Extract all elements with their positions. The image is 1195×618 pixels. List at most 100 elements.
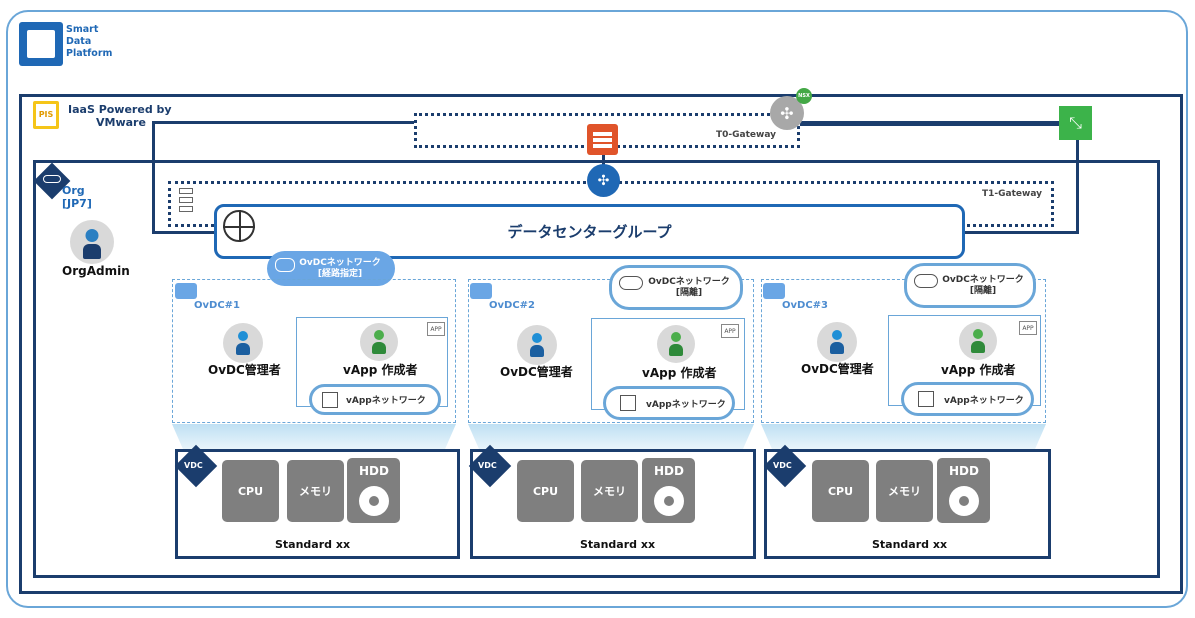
vdc-3-hdd: HDD — [937, 458, 990, 523]
vdc-2-hdd: HDD — [642, 458, 695, 523]
vdc-3-memory: メモリ — [876, 460, 933, 522]
ovdc-2-iso-line2: [隔離] — [675, 287, 703, 298]
hdd-disk-icon — [949, 486, 979, 516]
ovdc-network-routed-line2: [経路指定] — [317, 268, 363, 279]
platform-title-line1: Smart — [66, 24, 99, 35]
cloud-glyph-icon — [43, 175, 61, 183]
pis-logo-text: PIS — [36, 104, 56, 126]
network-cloud-icon — [275, 258, 295, 272]
vdc-1-memory-label: メモリ — [299, 485, 332, 498]
vdc-3-badge-text: VDC — [773, 461, 792, 470]
gateway-frame-top-right — [800, 121, 1079, 124]
vdc-1-hdd-label: HDD — [359, 464, 389, 478]
ovdc-3-label: OvDC#3 — [782, 300, 828, 311]
t1-gateway-label: T1-Gateway — [982, 189, 1042, 199]
vdc-1-hdd: HDD — [347, 458, 400, 523]
t1-network-icon — [175, 188, 205, 214]
t1-router-icon: ✣ — [587, 164, 620, 197]
ovdc-3-frame — [761, 279, 1046, 423]
ovdc-1-label: OvDC#1 — [194, 300, 240, 311]
ovdc-1-vapp-network-label: vAppネットワーク — [346, 396, 426, 406]
ovdc-3-icon — [763, 283, 785, 299]
ovdc-3-funnel — [761, 424, 1046, 450]
ovdc-3-iso-line2: [隔離] — [969, 285, 997, 296]
hdd-disk-icon — [654, 486, 684, 516]
vdc-3-hdd-label: HDD — [949, 464, 979, 478]
ovdc-1-frame — [172, 279, 456, 423]
ovdc-1-creator-label: vApp 作成者 — [343, 363, 418, 377]
vdc-3-cpu-label: CPU — [827, 484, 854, 498]
vdc-1-cpu: CPU — [222, 460, 279, 522]
firewall-icon — [587, 124, 618, 155]
hdd-disk-icon — [359, 486, 389, 516]
vdc-2-cpu-label: CPU — [532, 484, 559, 498]
iaas-label: IaaS Powered by VMware — [68, 103, 188, 129]
ovdc-1-app-tag: APP — [427, 322, 445, 336]
sdp-logo-icon — [19, 22, 63, 66]
iaas-frame — [19, 94, 1183, 594]
vdc-3-label: Standard xx — [872, 538, 948, 551]
vdc-2-badge-text: VDC — [478, 461, 497, 470]
vapp-network-icon — [322, 391, 338, 408]
vdc-1-memory: メモリ — [287, 460, 344, 522]
ovdc-2-app-tag: APP — [721, 324, 739, 338]
platform-title: Smart Data Platform — [66, 24, 126, 60]
vapp-network-icon — [918, 391, 934, 407]
ovdc-2-vapp-network: vAppネットワーク — [603, 386, 735, 420]
platform-title-line3: Platform — [66, 48, 113, 59]
ovdc-2-network-isolated: OvDCネットワーク [隔離] — [609, 265, 743, 310]
ovdc-3-creator-avatar — [959, 322, 997, 360]
vdc-2-hdd-label: HDD — [654, 464, 684, 478]
org-label-line2: [JP7] — [62, 197, 92, 210]
ovdc-2-funnel — [468, 424, 754, 450]
iaas-label-line1: IaaS Powered by — [68, 103, 172, 116]
vdc-3-cpu: CPU — [812, 460, 869, 522]
ovdc-network-routed: OvDCネットワーク [経路指定] — [267, 251, 395, 286]
gateway-frame-top-left — [152, 121, 414, 124]
ovdc-1-vapp-network: vAppネットワーク — [309, 384, 441, 415]
vapp-network-icon — [620, 395, 636, 411]
pis-logo-icon: PIS — [33, 101, 59, 129]
platform-title-line2: Data — [66, 36, 92, 47]
org-label: Org [JP7] — [62, 184, 92, 210]
iaas-label-line2: VMware — [96, 116, 146, 129]
ovdc-3-iso-line1: OvDCネットワーク — [942, 274, 1024, 285]
ovdc-1-icon — [175, 283, 197, 299]
t0-gateway-label: T0-Gateway — [716, 130, 776, 140]
ovdc-3-network-isolated: OvDCネットワーク [隔離] — [904, 263, 1036, 308]
nsx-edge-icon: ⤡ — [1059, 106, 1092, 140]
ovdc-2-admin-label: OvDC管理者 — [500, 365, 573, 379]
ovdc-2-creator-label: vApp 作成者 — [642, 366, 717, 380]
ovdc-1-funnel — [172, 424, 456, 450]
platform-frame — [6, 10, 1188, 608]
nsx-badge: NSX — [796, 88, 812, 104]
data-center-group-label: データセンターグループ — [507, 223, 672, 241]
org-admin-label: OrgAdmin — [62, 264, 130, 278]
ovdc-2-admin-avatar — [517, 325, 557, 365]
ovdc-3-vapp-network-label: vAppネットワーク — [944, 395, 1024, 406]
vdc-3-memory-label: メモリ — [888, 485, 921, 498]
ovdc-3-admin-avatar — [817, 322, 857, 362]
vdc-2-memory: メモリ — [581, 460, 638, 522]
org-frame — [33, 160, 1160, 578]
ovdc-network-routed-line1: OvDCネットワーク — [299, 257, 381, 268]
ovdc-2-icon — [470, 283, 492, 299]
org-label-line1: Org — [62, 184, 85, 197]
ovdc-2-label: OvDC#2 — [489, 300, 535, 311]
ovdc-2-vapp-network-label: vAppネットワーク — [646, 399, 726, 410]
ovdc-3-vapp-network: vAppネットワーク — [901, 382, 1034, 416]
ovdc-3-admin-label: OvDC管理者 — [801, 362, 874, 376]
ovdc-3-creator-label: vApp 作成者 — [941, 363, 1016, 377]
network-cloud-icon — [619, 276, 643, 290]
network-cloud-icon — [914, 274, 938, 288]
ovdc-1-admin-label: OvDC管理者 — [208, 363, 281, 377]
ovdc-1-creator-avatar — [360, 323, 398, 361]
ovdc-2-creator-avatar — [657, 325, 695, 363]
ovdc-3-app-tag: APP — [1019, 321, 1037, 335]
vdc-2-label: Standard xx — [580, 538, 656, 551]
ovdc-2-iso-line1: OvDCネットワーク — [648, 276, 730, 287]
vdc-1-badge-text: VDC — [184, 461, 203, 470]
vdc-2-memory-label: メモリ — [593, 485, 626, 498]
firewall-link — [602, 155, 605, 165]
data-center-group: データセンターグループ — [214, 204, 965, 259]
